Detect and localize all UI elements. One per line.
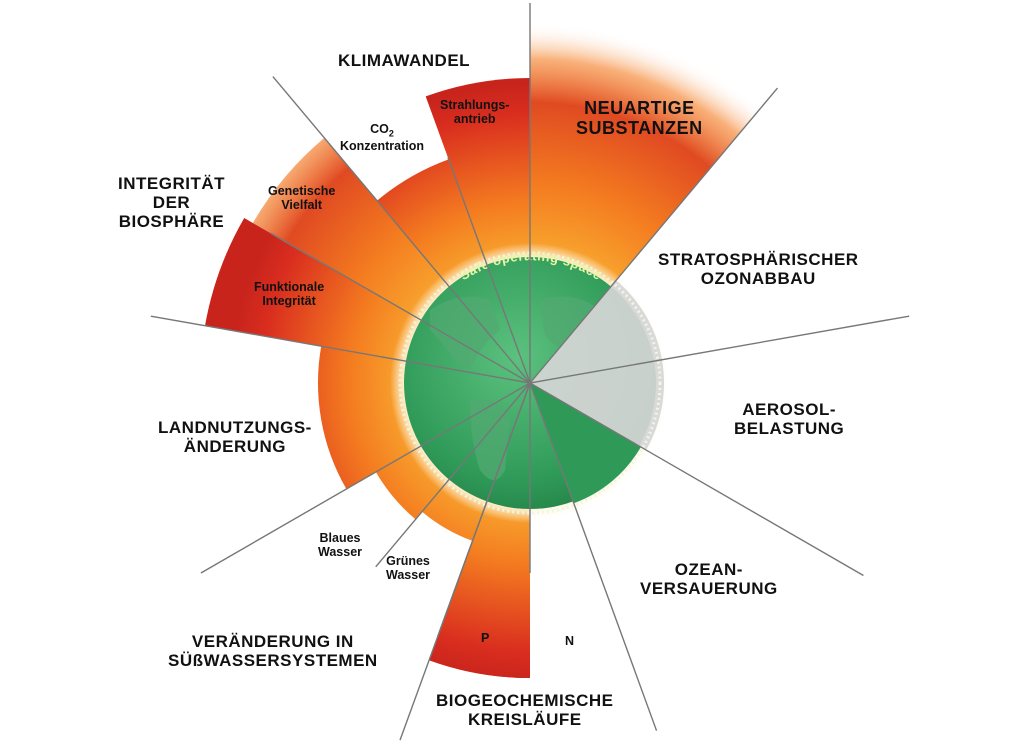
guideline-bottom <box>436 382 531 637</box>
label-klimawandel: KLIMAWANDEL <box>338 51 471 70</box>
ocean-sector-safe <box>530 383 641 504</box>
guideline-w <box>150 315 531 384</box>
label-strahlungsantrieb: Strahlungs-antrieb <box>440 98 510 126</box>
label-ozeanversauerung: OZEAN-VERSAUERUNG <box>640 560 778 599</box>
guideline-se <box>529 382 864 577</box>
guideline-bio <box>269 232 531 384</box>
co2-base: CO <box>370 122 389 136</box>
label-stickstoff: N <box>565 634 575 648</box>
co2-subscript: 2 <box>388 128 394 139</box>
label-aerosol: AEROSOL-BELASTUNG <box>734 400 845 439</box>
guideline-nw <box>272 76 531 384</box>
label-phosphor: P <box>481 631 490 645</box>
guideline-sw <box>200 382 531 574</box>
guideline-ne <box>529 87 779 384</box>
safe-boundary-circle <box>398 251 662 515</box>
guideline-water <box>375 382 531 568</box>
guideline-sse <box>529 382 658 731</box>
boundary-guidelines <box>150 3 910 741</box>
label-landnutzung: LANDNUTZUNGS-ÄNDERUNG <box>158 418 312 457</box>
guideline-strahlung <box>447 157 531 384</box>
guideline-e <box>529 315 910 384</box>
grey-sector-overlay <box>530 280 664 450</box>
